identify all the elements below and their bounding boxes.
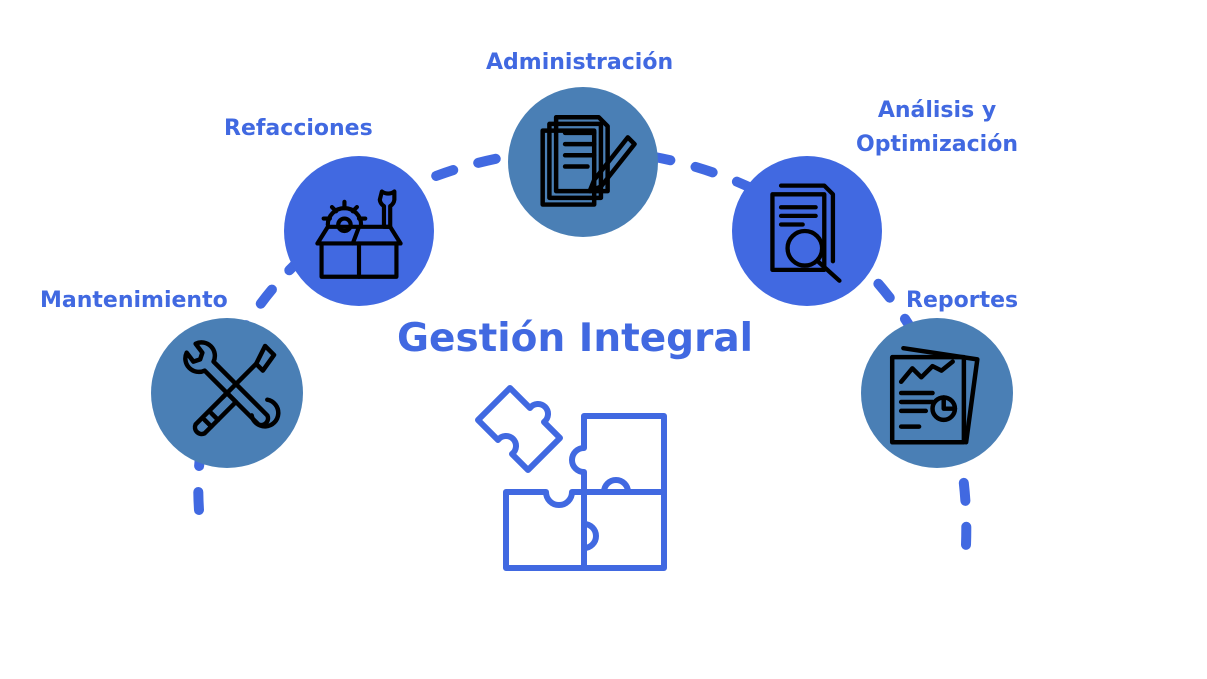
label-refacciones: Refacciones [224,116,373,141]
label-analisis-line1: Análisis y [877,98,997,123]
parts-box-icon [315,189,403,279]
node-administracion [508,87,658,237]
puzzle-icon [475,385,667,571]
node-refacciones [284,156,434,306]
node-analisis [732,156,882,306]
report-chart-icon [889,345,980,445]
document-pen-icon [540,114,637,207]
node-mantenimiento [151,318,303,468]
label-analisis-line2: Optimización [856,132,1018,157]
label-mantenimiento: Mantenimiento [40,288,228,313]
label-administracion: Administración [486,50,674,75]
wrench-screwdriver-icon [183,340,281,437]
node-reportes [861,318,1013,468]
document-magnifier-icon [770,183,842,283]
label-reportes: Reportes [906,288,1019,313]
label-analisis: Análisis y Optimización [856,94,1018,162]
page-title: Gestión Integral [396,316,754,361]
